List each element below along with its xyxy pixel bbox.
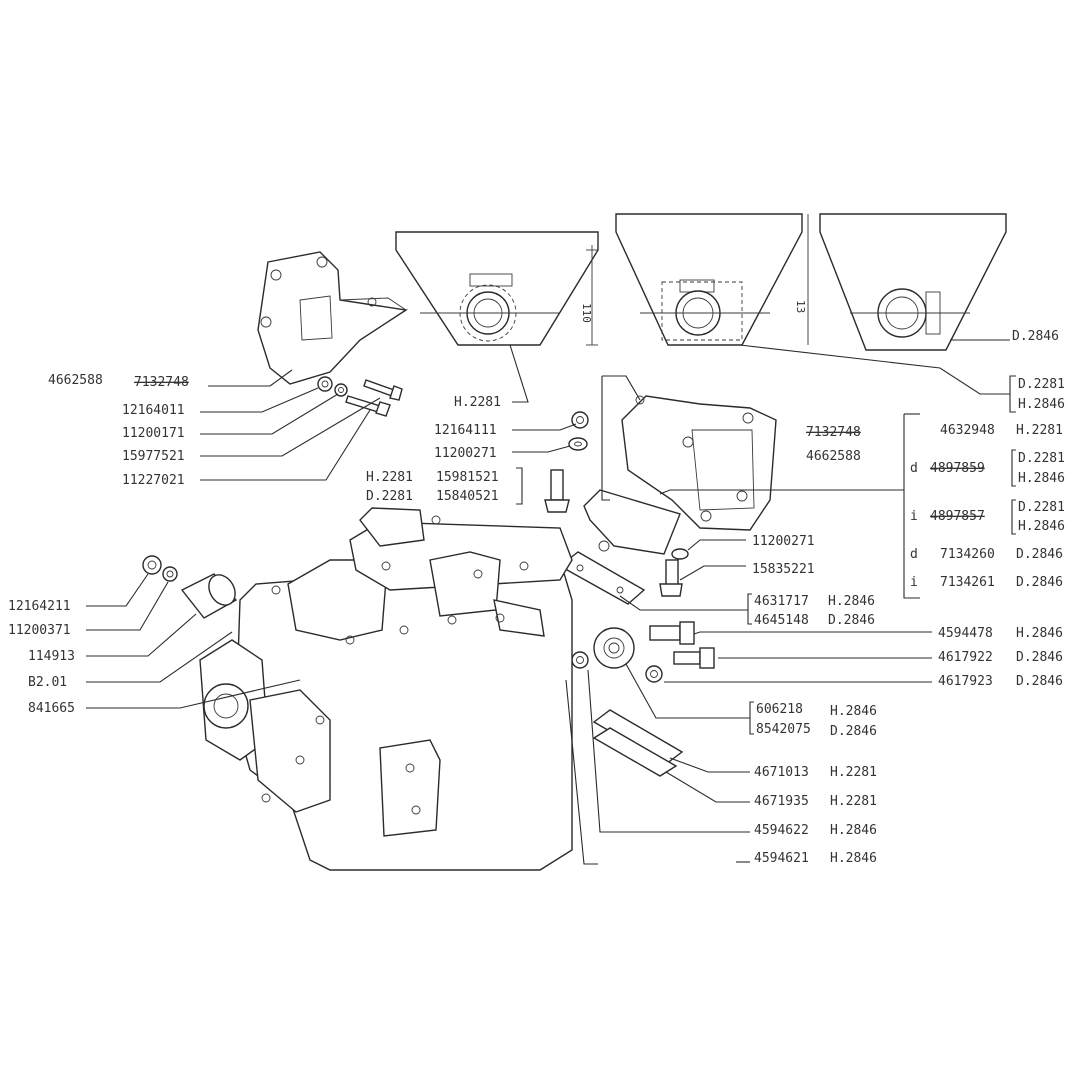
label-4617922: 4617922	[938, 650, 993, 665]
label-7134260-code: D.2846	[1016, 547, 1063, 562]
washer-11200171	[334, 383, 348, 397]
label-15977521: 15977521	[122, 449, 185, 464]
label-4671013: 4671013	[754, 765, 809, 780]
section-view-d2281: 13	[615, 213, 809, 346]
label-4662588-old: 4662588	[48, 373, 103, 388]
bolt-15981521	[544, 469, 570, 513]
label-12164011: 12164011	[122, 403, 185, 418]
label-15840521: 15840521	[436, 489, 499, 504]
label-d2-mark: d	[910, 547, 918, 562]
label-11227021: 11227021	[122, 473, 185, 488]
label-4897857-struck: 4897857	[930, 509, 985, 524]
nut-4617923	[645, 665, 663, 683]
label-4632948-code: H.2281	[1016, 423, 1063, 438]
leader-lines	[86, 339, 1016, 865]
label-841665: 841665	[28, 701, 75, 716]
bolt-15977521	[363, 379, 403, 401]
mounting-bracket-right	[621, 395, 777, 531]
gearbox-housing	[199, 507, 573, 871]
label-4617923-code: D.2846	[1016, 674, 1063, 689]
bolt-4594478	[649, 621, 695, 645]
label-7132748-struck: 7132748	[134, 375, 189, 390]
label-d-mark: d	[910, 461, 918, 476]
washer-11200271	[568, 437, 588, 451]
nut-4594622	[571, 651, 589, 669]
label-11200271-right: 11200271	[752, 534, 815, 549]
labels-mid: H.2281 12164111 11200271 H.2281 15981521…	[366, 395, 501, 504]
label-114913: 114913	[28, 649, 75, 664]
nut-12164111	[571, 411, 589, 429]
label-4594621: 4594621	[754, 851, 809, 866]
bolt-11227021	[345, 395, 391, 417]
washer-11200371	[162, 566, 178, 582]
label-4594478: 4594478	[938, 626, 993, 641]
labels-right: D.2846 D.2281 H.2846 7132748 4662588 463…	[752, 329, 1065, 866]
dimension-13: 13	[794, 300, 807, 313]
label-4594478-code: H.2846	[1016, 626, 1063, 641]
nut-12164011	[317, 376, 333, 392]
label-7134260: 7134260	[940, 547, 995, 562]
label-4645148: 4645148	[754, 613, 809, 628]
label-7132748-right-struck: 7132748	[806, 425, 861, 440]
label-h2281-section: H.2281	[454, 395, 501, 410]
label-4897859-struck: 4897859	[930, 461, 985, 476]
label-11200371: 11200371	[8, 623, 71, 638]
dimension-110: 110	[580, 303, 593, 323]
label-4594622: 4594622	[754, 823, 809, 838]
section-view-d2846	[819, 213, 1007, 351]
label-4617922-code: D.2846	[1016, 650, 1063, 665]
label-i-code-h2846: H.2846	[1018, 519, 1065, 534]
mounting-bracket-left	[257, 251, 408, 385]
label-i-code-d2281: D.2281	[1018, 500, 1065, 515]
label-i-mark: i	[910, 509, 918, 524]
label-d2846-section: D.2846	[1012, 329, 1059, 344]
label-4645148-code: D.2846	[828, 613, 875, 628]
mount-606218	[593, 627, 635, 669]
label-4671935-code: H.2281	[830, 794, 877, 809]
label-h2281-bolt: H.2281	[366, 470, 413, 485]
label-d2281-bolt: D.2281	[366, 489, 413, 504]
label-11200171: 11200171	[122, 426, 185, 441]
label-8542075: 8542075	[756, 722, 811, 737]
label-4594621-code: H.2846	[830, 851, 877, 866]
label-15981521: 15981521	[436, 470, 499, 485]
bolt-4617922	[673, 647, 715, 669]
support-bracket-small	[583, 489, 681, 555]
nut-12164211	[142, 555, 162, 575]
label-d-code-d2281: D.2281	[1018, 451, 1065, 466]
label-4671935: 4671935	[754, 794, 809, 809]
label-8542075-code: D.2846	[830, 724, 877, 739]
label-606218: 606218	[756, 702, 803, 717]
label-pair-d2281: D.2281	[1018, 377, 1065, 392]
label-606218-code: H.2846	[830, 704, 877, 719]
label-b2-01: B2.01	[28, 675, 67, 690]
label-4594622-code: H.2846	[830, 823, 877, 838]
washer-11200271-right	[671, 548, 689, 560]
label-4631717-code: H.2846	[828, 594, 875, 609]
label-15835221: 15835221	[752, 562, 815, 577]
labels-left: 4662588 7132748 12164011 11200171 159775…	[8, 373, 189, 716]
label-7134261-code: D.2846	[1016, 575, 1063, 590]
label-d-code-h2846: H.2846	[1018, 471, 1065, 486]
label-11200271: 11200271	[434, 446, 497, 461]
label-4617923: 4617923	[938, 674, 993, 689]
label-4662588-right: 4662588	[806, 449, 861, 464]
rubber-mount-114913	[180, 573, 238, 619]
label-i2-mark: i	[910, 575, 918, 590]
label-4632948: 4632948	[940, 423, 995, 438]
label-pair-h2846: H.2846	[1018, 397, 1065, 412]
bolt-15835221	[659, 559, 683, 597]
label-12164111: 12164111	[434, 423, 497, 438]
plate-4671935	[592, 727, 678, 777]
label-7134261: 7134261	[940, 575, 995, 590]
section-view-h2281: 110	[395, 231, 599, 346]
label-4671013-code: H.2281	[830, 765, 877, 780]
label-12164211: 12164211	[8, 599, 71, 614]
support-plate-4631717	[558, 551, 646, 605]
label-4631717: 4631717	[754, 594, 809, 609]
